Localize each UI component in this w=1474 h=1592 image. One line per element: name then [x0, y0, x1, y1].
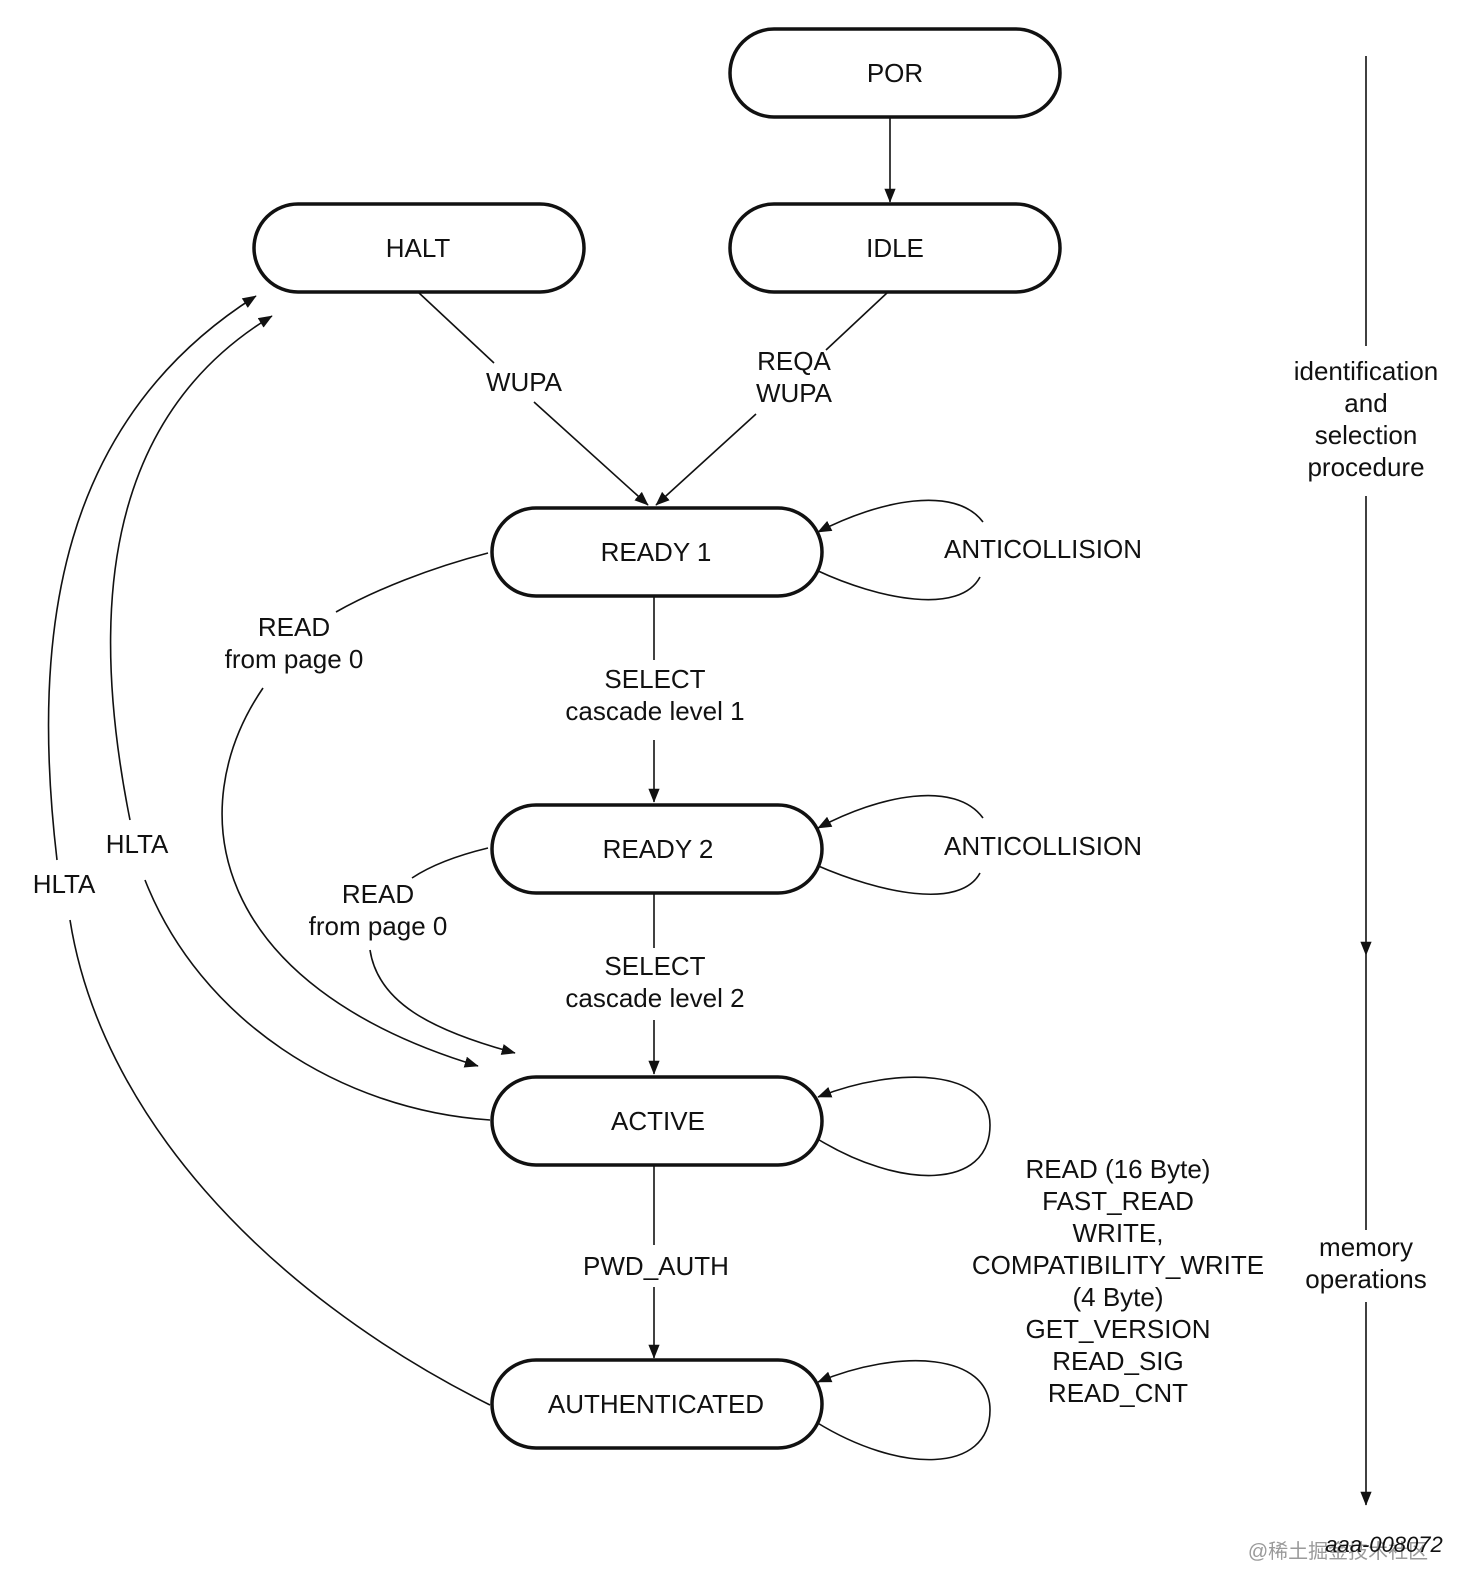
state-ready1: READY 1 — [490, 506, 824, 598]
phase-memory: memory operations — [1305, 1232, 1426, 1294]
label-ready1-read-line2: from page 0 — [225, 644, 364, 674]
state-halt-label: HALT — [386, 233, 451, 263]
state-active-label: ACTIVE — [611, 1106, 705, 1136]
state-active: ACTIVE — [490, 1075, 824, 1167]
edge-active-halt-b — [109, 315, 273, 821]
phase-identification-line: procedure — [1307, 452, 1424, 482]
label-idle-ready1-line2: WUPA — [756, 378, 833, 408]
label-hlta-outer: HLTA — [33, 869, 96, 899]
state-ready2-label: READY 2 — [603, 834, 714, 864]
edge-ready1-active-read-a — [335, 552, 489, 613]
label-ready1-read-line1: READ — [258, 612, 330, 642]
edge-ready2-self — [816, 794, 984, 896]
label-halt-ready1: WUPA — [486, 367, 563, 397]
memory-command: FAST_READ — [1042, 1186, 1194, 1216]
label-idle-ready1-line1: REQA — [757, 346, 831, 376]
edge-auth-halt-b — [47, 295, 257, 861]
memory-command: READ_SIG — [1052, 1346, 1184, 1376]
memory-command: READ_CNT — [1048, 1378, 1188, 1408]
state-authenticated-label: AUTHENTICATED — [548, 1389, 764, 1419]
watermark: @稀土掘金技术社区 — [1248, 1540, 1428, 1563]
state-por: POR — [728, 27, 1062, 119]
phase-identification-line: and — [1344, 388, 1387, 418]
state-authenticated: AUTHENTICATED — [490, 1358, 824, 1450]
edge-idle-ready1-a — [825, 291, 889, 351]
phase-identification-line: identification — [1294, 356, 1439, 386]
memory-command: WRITE, — [1073, 1218, 1164, 1248]
memory-command: GET_VERSION — [1026, 1314, 1211, 1344]
label-ready1-anticollision: ANTICOLLISION — [944, 534, 1142, 564]
edge-ready2-active-read-a — [411, 847, 489, 879]
memory-command: COMPATIBILITY_WRITE — [972, 1250, 1264, 1280]
edge-ready1-self — [816, 499, 984, 601]
label-ready2-anticollision: ANTICOLLISION — [944, 831, 1142, 861]
label-ready2-read-line1: READ — [342, 879, 414, 909]
state-halt: HALT — [252, 202, 586, 294]
edge-active-self — [815, 1076, 991, 1177]
edge-ready1-active-read-b — [221, 687, 479, 1068]
state-idle: IDLE — [728, 202, 1062, 294]
edge-ready2-active-read-b — [369, 949, 516, 1055]
phase-memory-line: memory — [1319, 1232, 1413, 1262]
phase-identification: identification and selection procedure — [1294, 356, 1439, 482]
edge-active-halt-a — [144, 879, 491, 1121]
phase-identification-line: selection — [1315, 420, 1418, 450]
figure-reference: aaa-008072 — [1325, 1532, 1442, 1557]
edge-idle-ready1-b — [655, 413, 757, 506]
label-hlta-inner: HLTA — [106, 829, 169, 859]
edge-auth-halt-a — [69, 919, 491, 1406]
label-ready2-read-line2: from page 0 — [309, 911, 448, 941]
label-select-cl1-line2: cascade level 1 — [565, 696, 744, 726]
phase-memory-line: operations — [1305, 1264, 1426, 1294]
state-ready2: READY 2 — [490, 803, 824, 895]
edge-halt-ready1-b — [533, 401, 649, 506]
state-idle-label: IDLE — [866, 233, 924, 263]
memory-command: (4 Byte) — [1072, 1282, 1163, 1312]
state-ready1-label: READY 1 — [601, 537, 712, 567]
edge-auth-self — [815, 1360, 991, 1461]
label-select-cl2-line1: SELECT — [604, 951, 705, 981]
label-pwd-auth: PWD_AUTH — [583, 1251, 729, 1281]
label-select-cl2-line2: cascade level 2 — [565, 983, 744, 1013]
state-por-label: POR — [867, 58, 923, 88]
memory-command-list: READ (16 Byte) FAST_READ WRITE, COMPATIB… — [972, 1154, 1264, 1408]
memory-command: READ (16 Byte) — [1026, 1154, 1211, 1184]
label-select-cl1-line1: SELECT — [604, 664, 705, 694]
edge-halt-ready1-a — [417, 291, 495, 364]
